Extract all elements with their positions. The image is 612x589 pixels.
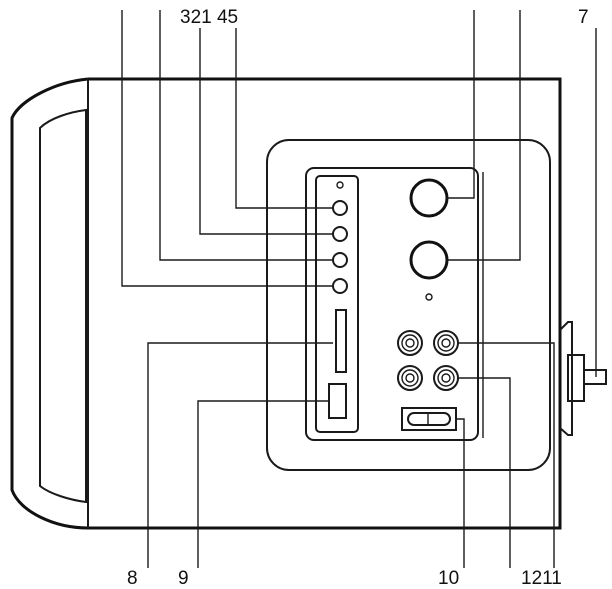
indicator-led-icon bbox=[336, 181, 344, 189]
rca-jack-upper-right[interactable] bbox=[433, 330, 459, 356]
usb-port[interactable] bbox=[328, 383, 347, 419]
rca-jack-lower-left[interactable] bbox=[397, 365, 423, 391]
slide-switch[interactable] bbox=[401, 407, 457, 431]
label-7: 7 bbox=[578, 7, 589, 28]
side-connector[interactable] bbox=[559, 321, 607, 436]
label-1211: 1211 bbox=[521, 568, 562, 589]
label-8: 8 bbox=[127, 568, 138, 589]
device-body bbox=[10, 77, 562, 530]
label-9: 9 bbox=[178, 568, 189, 589]
label-10: 10 bbox=[438, 568, 459, 589]
small-hole-icon bbox=[425, 293, 433, 301]
knob-upper[interactable] bbox=[409, 178, 449, 218]
label-top-cluster: 321 45 bbox=[180, 7, 238, 28]
knob-lower[interactable] bbox=[409, 240, 449, 280]
button-5[interactable] bbox=[332, 200, 348, 216]
card-slot[interactable] bbox=[335, 309, 347, 373]
inner-panel bbox=[305, 167, 479, 441]
rca-jack-upper-left[interactable] bbox=[397, 330, 423, 356]
leader-lines bbox=[121, 10, 597, 568]
button-4[interactable] bbox=[332, 226, 348, 242]
button-2[interactable] bbox=[332, 278, 348, 294]
control-strip bbox=[315, 175, 359, 433]
rca-jack-lower-right[interactable] bbox=[433, 365, 459, 391]
button-3[interactable] bbox=[332, 252, 348, 268]
outer-panel bbox=[266, 139, 551, 471]
